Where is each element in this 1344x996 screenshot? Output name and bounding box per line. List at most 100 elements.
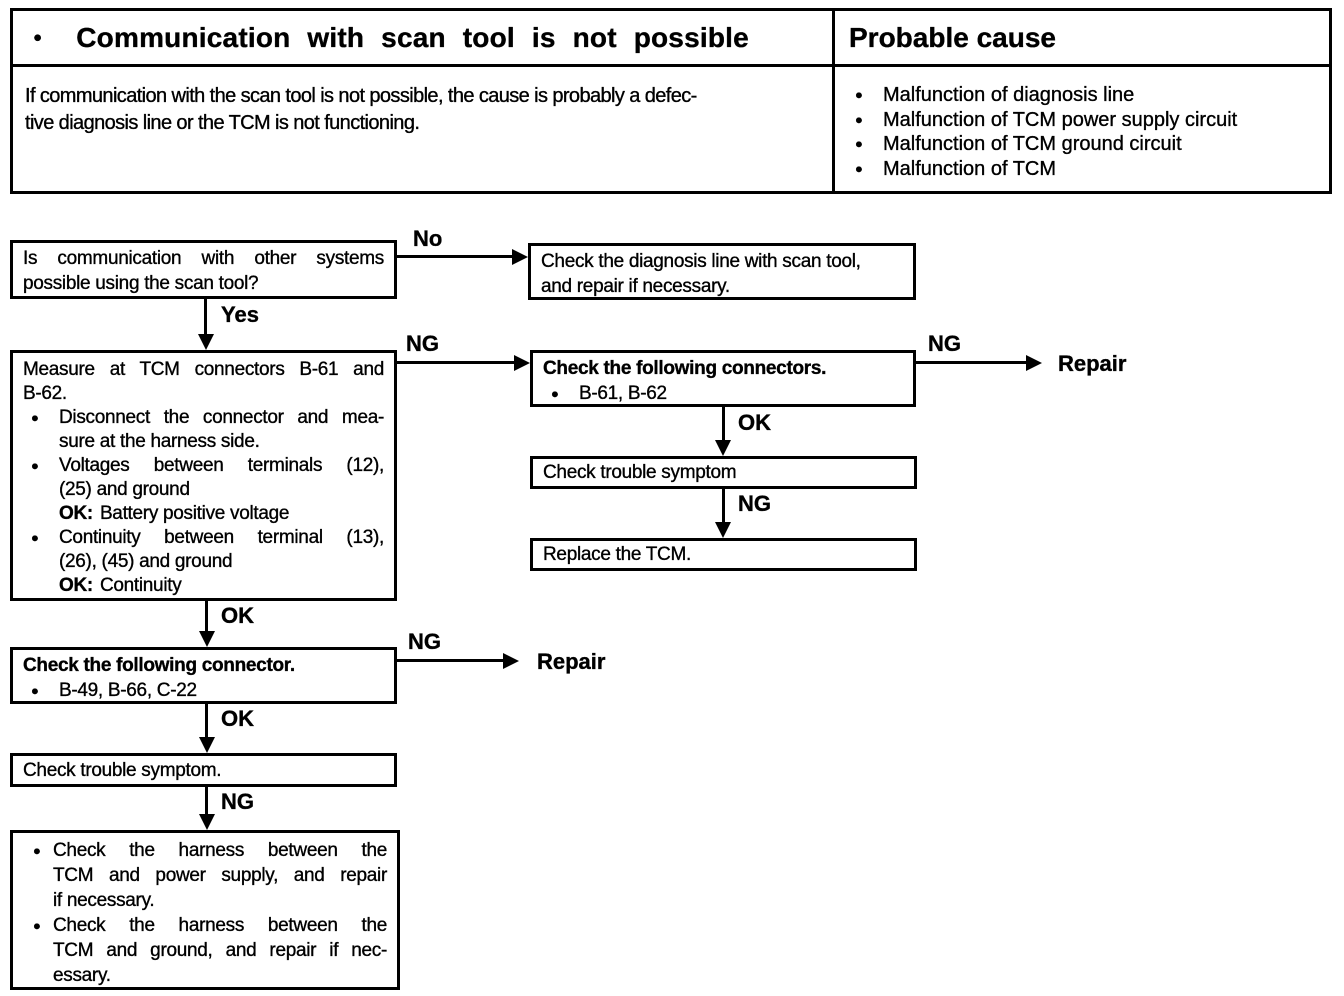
ok-condition: OK:Battery positive voltage [59, 502, 384, 526]
connector-item: ● B-49, B-66, C-22 [23, 678, 384, 703]
text-line: Replace the TCM. [543, 544, 692, 565]
bullet-icon: ● [31, 683, 39, 698]
bullet-icon: ● [855, 87, 863, 102]
cause-item: ● Malfunction of TCM [855, 157, 1329, 182]
ok-value: Continuity [99, 575, 182, 596]
text-line: Measure at TCM connectors B-61 and [23, 359, 385, 380]
text-line: if necessary. [53, 890, 155, 911]
text-line: essary. [53, 965, 111, 986]
text-line: Check trouble symptom. [23, 760, 222, 781]
arrowhead-down-icon [198, 334, 214, 350]
measure-bullet-item: ● Continuity between terminal (13), (26)… [23, 526, 385, 598]
arrow-no [397, 255, 513, 258]
arrowhead-down-icon [715, 440, 731, 456]
flow-box-replace-tcm: Replace the TCM. [530, 538, 917, 571]
symptom-table: ● Communication with scan tool is not po… [10, 8, 1332, 194]
bullet-icon: ● [855, 160, 863, 176]
arrowhead-down-icon [199, 631, 215, 647]
arrow-ng-connector2 [397, 659, 503, 662]
bullet-icon: ● [31, 410, 39, 425]
arrow-ok-connector2 [205, 704, 208, 738]
text-line: Check the harness between the [53, 915, 388, 936]
arrow-yes [204, 298, 207, 336]
arrowhead-right-icon [514, 355, 530, 371]
label-ok: OK [738, 410, 771, 435]
symptom-description: If communication with the scan tool is n… [13, 67, 835, 191]
text-line: Check the following connector. [23, 655, 295, 676]
cause-item: ● Malfunction of TCM ground circuit [855, 132, 1329, 157]
label-ng: NG [738, 491, 771, 516]
text-line: (26), (45) and ground [59, 551, 233, 572]
cause-item: ● Malfunction of diagnosis line [855, 83, 1329, 108]
measure-bullet-item: ● Disconnect the connector and mea- sure… [23, 406, 385, 454]
bullet-icon: ● [33, 843, 41, 858]
flow-box-check-trouble-symptom-right: Check trouble symptom [530, 456, 917, 489]
text-line: TCM and ground, and repair if nec- [53, 940, 388, 961]
connector-item: ● B-61, B-62 [543, 381, 903, 406]
cause-text: Malfunction of diagnosis line [883, 84, 1135, 106]
label-repair: Repair [1058, 351, 1127, 376]
text-line: sure at the harness side. [59, 431, 260, 452]
label-ng: NG [928, 331, 961, 356]
flow-box-check-connectors-b61-b62: Check the following connectors. ● B-61, … [530, 350, 916, 407]
ok-condition: OK:Continuity [59, 574, 384, 598]
bullet-icon: ● [551, 386, 559, 401]
arrowhead-down-icon [199, 737, 215, 753]
label-ng: NG [406, 331, 439, 356]
flow-box-check-connector-b49-b66-c22: Check the following connector. ● B-49, B… [10, 647, 397, 704]
probable-cause-list: ● Malfunction of diagnosis line ● Malfun… [835, 67, 1329, 191]
arrowhead-right-icon [503, 653, 519, 669]
label-ok: OK [221, 603, 254, 628]
bullet-icon: ● [31, 458, 39, 473]
flow-box-check-diagnosis-line: Check the diagnosis line with scan tool,… [528, 243, 916, 300]
label-repair: Repair [537, 649, 606, 674]
flow-box-check-harness: ● Check the harness between the TCM and … [10, 830, 400, 990]
probable-cause-title: Probable cause [849, 21, 1056, 53]
harness-bullet-item: ● Check the harness between the TCM and … [23, 913, 388, 988]
connector-list: B-61, B-62 [579, 383, 667, 404]
cause-text: Malfunction of TCM power supply circuit [883, 108, 1238, 131]
arrow-ng-connectors [916, 361, 1026, 364]
bullet-text: Disconnect the connector and mea- sure a… [59, 406, 385, 454]
label-ok: OK [221, 706, 254, 731]
ok-label: OK: [59, 503, 94, 524]
bullet-icon: ● [33, 918, 41, 933]
bullet-text: Check the harness between the TCM and gr… [53, 913, 388, 988]
arrowhead-right-icon [1026, 355, 1042, 371]
flow-box-scan-question: Is communication with other systems poss… [10, 240, 397, 299]
description-line: tive diagnosis line or the TCM is not fu… [25, 112, 420, 134]
cause-item: ● Malfunction of TCM power supply circui… [855, 108, 1329, 133]
description-line: If communication with the scan tool is n… [25, 85, 698, 107]
text-line: possible using the scan tool? [23, 273, 259, 294]
text-line: TCM and power supply, and repair [53, 865, 388, 886]
symptom-header-cell: ● Communication with scan tool is not po… [13, 11, 835, 67]
arrowhead-down-icon [715, 522, 731, 538]
arrowhead-down-icon [199, 814, 215, 830]
arrow-ok-measure [205, 601, 208, 632]
label-no: No [413, 226, 443, 251]
flow-box-measure-tcm-connectors: Measure at TCM connectors B-61 and B-62.… [10, 350, 397, 601]
bullet-icon: ● [855, 111, 863, 127]
label-yes: Yes [221, 302, 259, 327]
bullet-text: Continuity between terminal (13), (26), … [59, 526, 385, 598]
cause-text: Malfunction of TCM [883, 157, 1057, 180]
cause-text: Malfunction of TCM ground circuit [883, 133, 1182, 155]
label-ng: NG [408, 629, 441, 654]
harness-bullet-item: ● Check the harness between the TCM and … [23, 838, 388, 913]
text-line: Check the diagnosis line with scan tool, [541, 251, 861, 272]
label-ng: NG [221, 789, 254, 814]
ok-label: OK: [59, 575, 94, 596]
text-line: and repair if necessary. [541, 276, 731, 297]
arrow-ok-connectors [722, 407, 725, 441]
text-line: Is communication with other systems [23, 248, 385, 269]
arrowhead-right-icon [512, 249, 528, 265]
probable-cause-header-cell: Probable cause [835, 11, 1329, 67]
measure-bullet-item: ● Voltages between terminals (12), (25) … [23, 454, 385, 526]
text-line: Continuity between terminal (13), [59, 527, 385, 548]
text-line: Check trouble symptom [543, 462, 737, 483]
text-line: Check the following connectors. [543, 358, 827, 379]
bullet-text: Voltages between terminals (12), (25) an… [59, 454, 385, 526]
text-line: Disconnect the connector and mea- [59, 407, 385, 428]
text-line: Voltages between terminals (12), [59, 455, 385, 476]
